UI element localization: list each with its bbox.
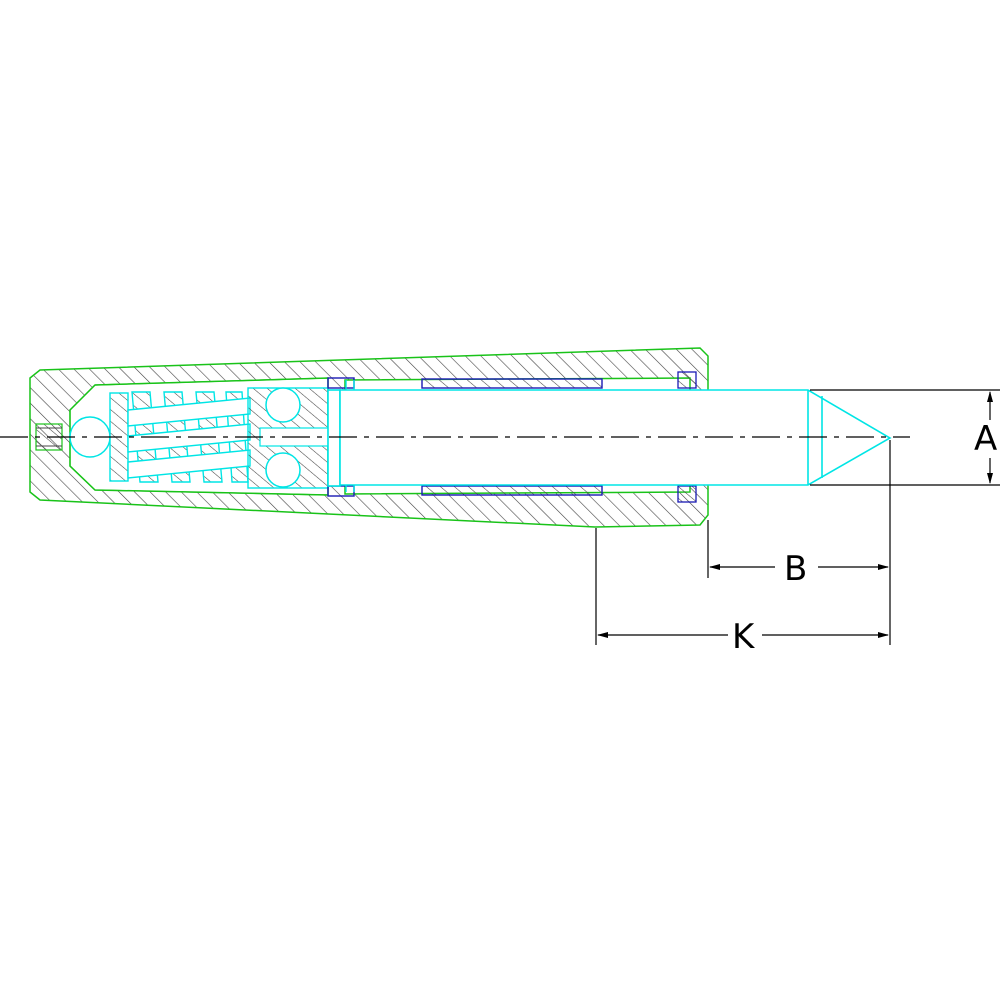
dimension-label-b: B bbox=[784, 549, 807, 589]
thrust-ball-upper bbox=[265, 387, 301, 423]
dimension-label-a: A bbox=[974, 419, 997, 459]
dimension-a bbox=[810, 389, 1000, 486]
thrust-ball-block bbox=[247, 387, 329, 489]
needle-bearing-bottom bbox=[421, 485, 603, 496]
front-seal bbox=[677, 371, 697, 503]
needle-bearing-top bbox=[421, 378, 603, 389]
dimension-k bbox=[595, 528, 889, 645]
dimension-b bbox=[707, 440, 891, 645]
spindle bbox=[327, 389, 892, 487]
dimension-label-k: K bbox=[732, 617, 756, 657]
thrust-ball-lower bbox=[265, 452, 301, 488]
